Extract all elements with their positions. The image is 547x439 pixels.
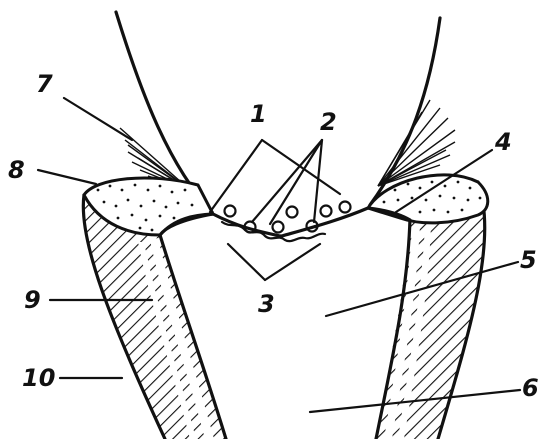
label-2: 2 [320,108,337,136]
label-10: 10 [22,364,55,392]
label-5: 5 [520,246,537,274]
label-4: 4 [494,128,512,156]
label-6: 6 [522,374,539,402]
label-9: 9 [24,286,41,314]
label-8: 8 [8,156,25,184]
label-1: 1 [250,100,267,128]
label-3: 3 [258,290,275,318]
label-7: 7 [36,70,53,98]
